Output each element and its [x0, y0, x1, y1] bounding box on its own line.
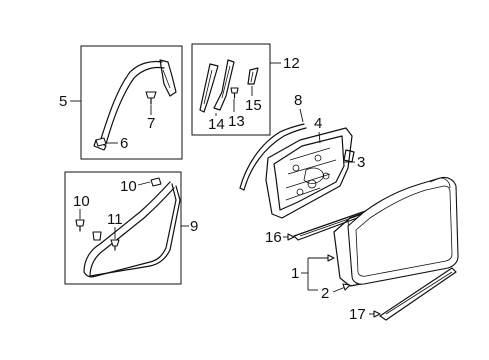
- arrow-1: [327, 254, 335, 262]
- callout-8: 8: [294, 92, 302, 109]
- arrow-2: [342, 283, 351, 291]
- callout-4: 4: [314, 115, 322, 132]
- callout-1: 1: [291, 265, 299, 282]
- callout-15: 15: [245, 97, 262, 114]
- clip-13[interactable]: [230, 87, 239, 99]
- clip-11[interactable]: [110, 239, 120, 251]
- callout-13: 13: [228, 113, 245, 130]
- window-channel-14[interactable]: [199, 63, 219, 113]
- callout-7: 7: [147, 115, 155, 132]
- window-channel-center[interactable]: [213, 59, 235, 111]
- channel-15[interactable]: [247, 67, 259, 85]
- callout-2: 2: [321, 285, 329, 302]
- rocker-molding-17[interactable]: [379, 267, 457, 321]
- callout-11: 11: [107, 211, 123, 228]
- callout-6: 6: [120, 135, 128, 152]
- group-box-5: [80, 45, 183, 160]
- belt-weatherstrip-8[interactable]: [239, 123, 307, 191]
- arrow-16: [287, 233, 295, 241]
- clip-10[interactable]: [75, 219, 85, 232]
- arrow-17: [373, 310, 381, 318]
- clip-10-upper[interactable]: [150, 177, 162, 187]
- clip-lower[interactable]: [92, 231, 102, 241]
- door-outer-panel[interactable]: [347, 176, 459, 285]
- callout-9: 9: [190, 218, 198, 235]
- group-box-12: [191, 43, 271, 136]
- clip-6[interactable]: [95, 137, 107, 147]
- clip-7[interactable]: [145, 91, 157, 105]
- leader-4: [318, 131, 321, 144]
- group-box-9: [64, 171, 182, 285]
- callout-10: 10: [73, 193, 90, 210]
- callout-3: 3: [357, 154, 365, 171]
- door-inner-frame[interactable]: [265, 127, 355, 219]
- leader-10-upper: [137, 181, 151, 186]
- pillar-weatherstrip[interactable]: [93, 59, 177, 151]
- callout-16: 16: [265, 229, 282, 246]
- callout-10-upper: 10: [120, 178, 137, 195]
- callout-5: 5: [59, 93, 67, 110]
- door-opening-weatherstrip[interactable]: [83, 181, 181, 278]
- leader-8: [299, 108, 304, 123]
- callout-12: 12: [283, 55, 300, 72]
- callout-17: 17: [349, 306, 366, 323]
- callout-14: 14: [208, 116, 225, 133]
